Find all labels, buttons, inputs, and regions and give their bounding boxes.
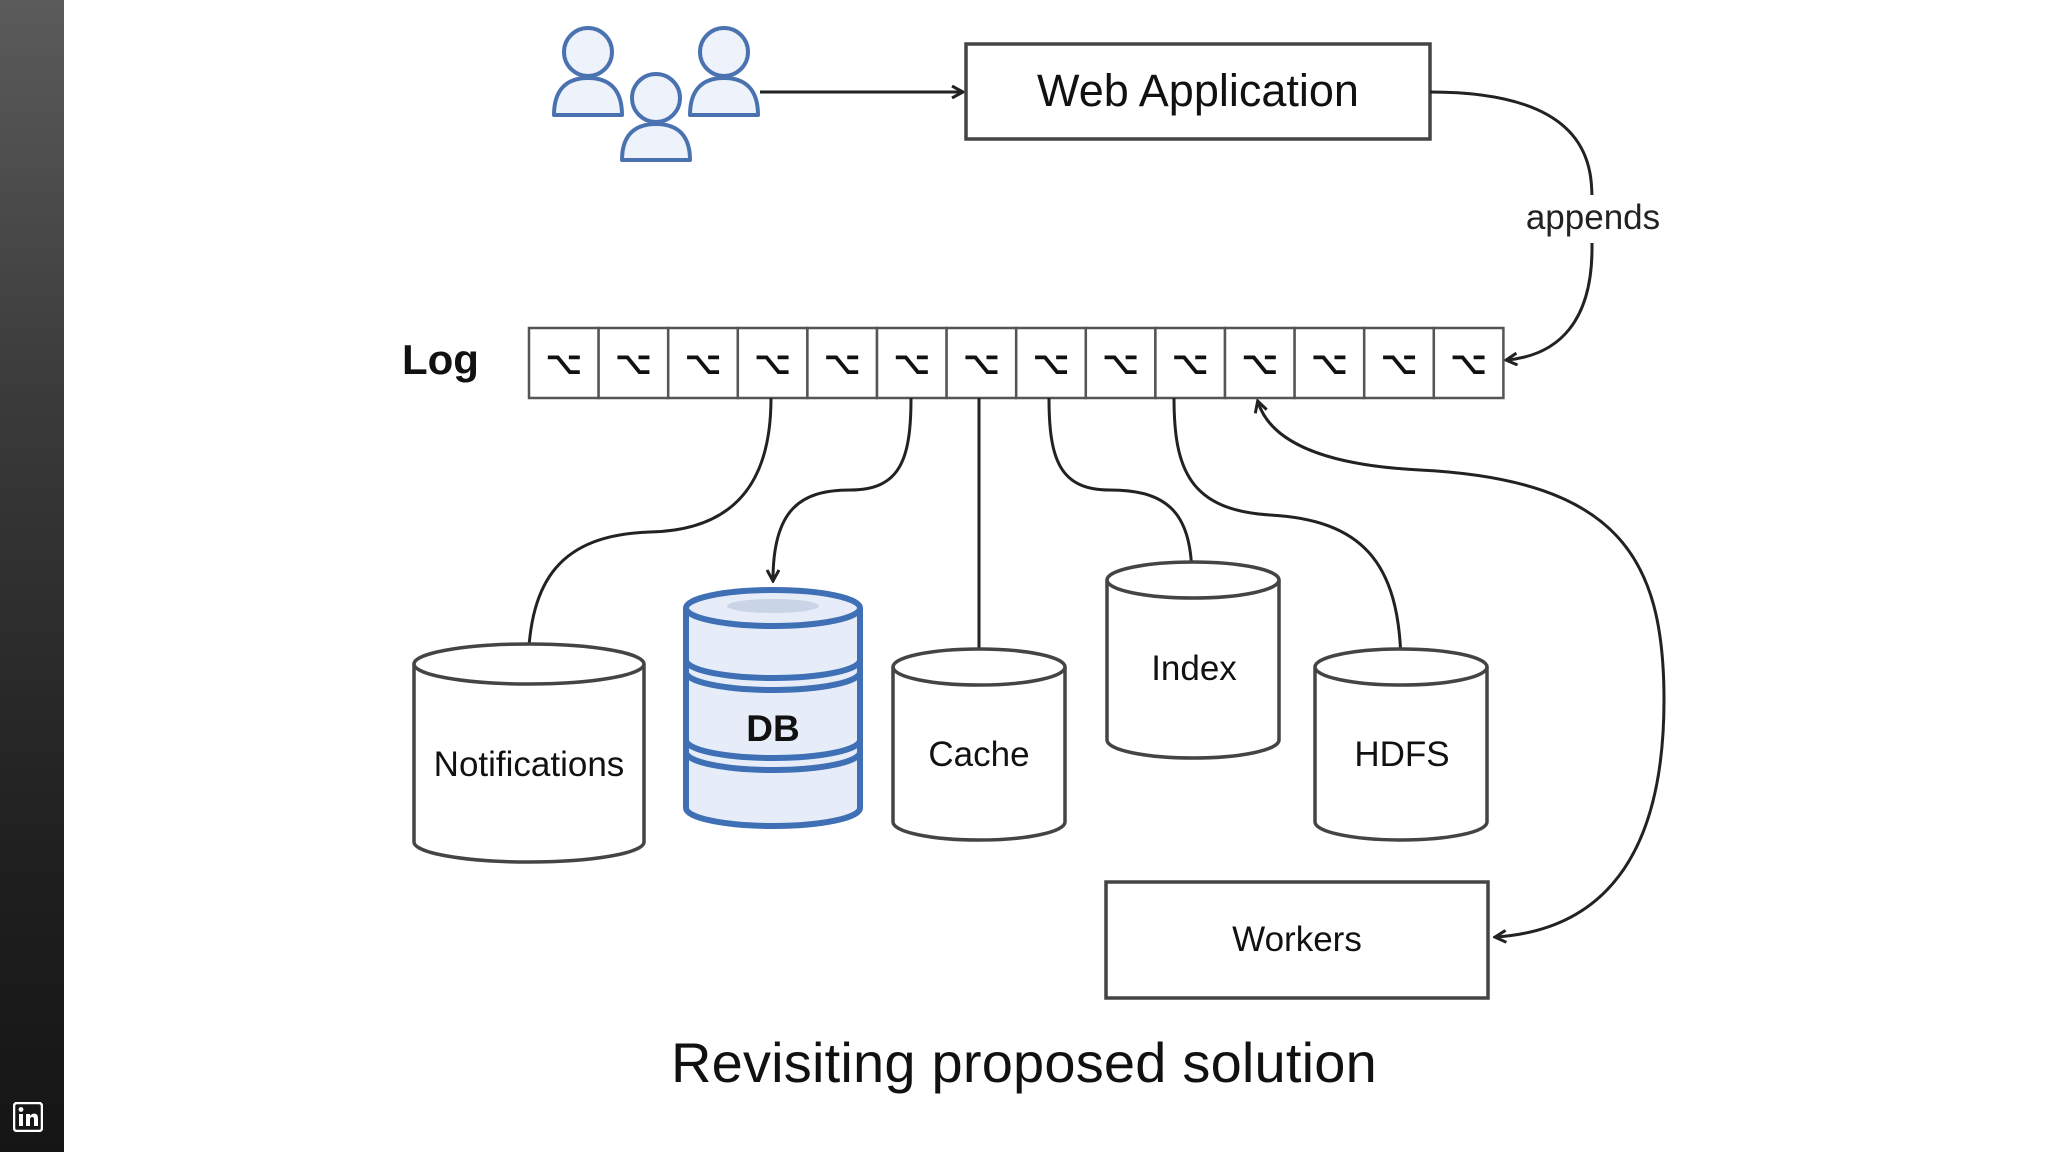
log-entry-glyph: ⌥ [1311, 345, 1348, 381]
log-entry-glyph: ⌥ [1241, 345, 1278, 381]
log-entry-glyph: ⌥ [963, 345, 1000, 381]
log-entry: ⌥ [1362, 326, 1436, 400]
notifications-store[interactable]: Notifications [412, 642, 646, 864]
appends-label-bg [1520, 195, 1666, 243]
log-entry: ⌥ [1014, 326, 1088, 400]
workers-label: Workers [1232, 920, 1362, 959]
web-application-box[interactable]: Web Application [964, 42, 1432, 141]
log-entry: ⌥ [875, 326, 948, 400]
log-entry: ⌥ [527, 326, 600, 400]
log-entry: ⌥ [1154, 326, 1227, 400]
log-entry-glyph: ⌥ [615, 345, 652, 381]
appends-label: appends [1526, 198, 1660, 237]
log-entry-glyph: ⌥ [545, 345, 582, 381]
log-entry: ⌥ [1223, 326, 1296, 400]
log-entry: ⌥ [806, 326, 879, 400]
log-entry: ⌥ [736, 326, 809, 400]
users-icon [552, 26, 760, 162]
index-store[interactable]: Index [1105, 560, 1281, 760]
log-entry-glyph: ⌥ [1033, 345, 1070, 381]
log-to-db-arrow [773, 397, 913, 580]
log-to-notifications-arrow [528, 397, 773, 665]
db-store[interactable]: DB [683, 587, 863, 829]
index-label: Index [1151, 649, 1237, 688]
linkedin-icon[interactable] [13, 1102, 43, 1132]
user-icon-center [620, 72, 692, 162]
log-entry: ⌥ [1432, 326, 1505, 400]
slide-title: Revisiting proposed solution [670, 1031, 1377, 1094]
log-entry-glyph: ⌥ [685, 345, 722, 381]
log-entry: ⌥ [945, 326, 1018, 400]
notifications-label: Notifications [434, 745, 625, 784]
log-entry-glyph: ⌥ [824, 345, 861, 381]
log-entry-glyph: ⌥ [754, 345, 791, 381]
log-entry-glyph: ⌥ [1381, 345, 1418, 381]
log-entry: ⌥ [1084, 326, 1157, 400]
hdfs-label: HDFS [1354, 735, 1449, 774]
cache-store[interactable]: Cache [891, 647, 1067, 842]
log-entry-glyph: ⌥ [1450, 345, 1487, 381]
log-entry-glyph: ⌥ [893, 345, 930, 381]
hdfs-store[interactable]: HDFS [1313, 647, 1489, 842]
log-entry: ⌥ [597, 326, 670, 400]
log-entry-glyph: ⌥ [1102, 345, 1139, 381]
log-label: Log [402, 336, 479, 383]
web-application-label: Web Application [1037, 65, 1359, 116]
log-entry: ⌥ [1293, 326, 1366, 400]
architecture-diagram: Web Application appends Log ⌥⌥⌥⌥⌥⌥⌥⌥⌥⌥⌥⌥… [64, 0, 2048, 1152]
workers-box[interactable]: Workers [1104, 880, 1490, 1000]
log-entry: ⌥ [666, 326, 740, 400]
workers-log-bidirectional-arrow [1258, 402, 1666, 937]
cache-label: Cache [928, 735, 1029, 774]
log-to-index-arrow [1047, 397, 1192, 580]
db-label: DB [746, 708, 799, 749]
user-icon-left [552, 26, 624, 117]
log: ⌥ ⌥ ⌥ ⌥ ⌥ ⌥ ⌥ ⌥ ⌥ ⌥ ⌥ ⌥ ⌥ ⌥ [527, 326, 1505, 400]
user-icon-right [688, 26, 760, 117]
side-bar [0, 0, 64, 1152]
log-entry-glyph: ⌥ [1172, 345, 1209, 381]
